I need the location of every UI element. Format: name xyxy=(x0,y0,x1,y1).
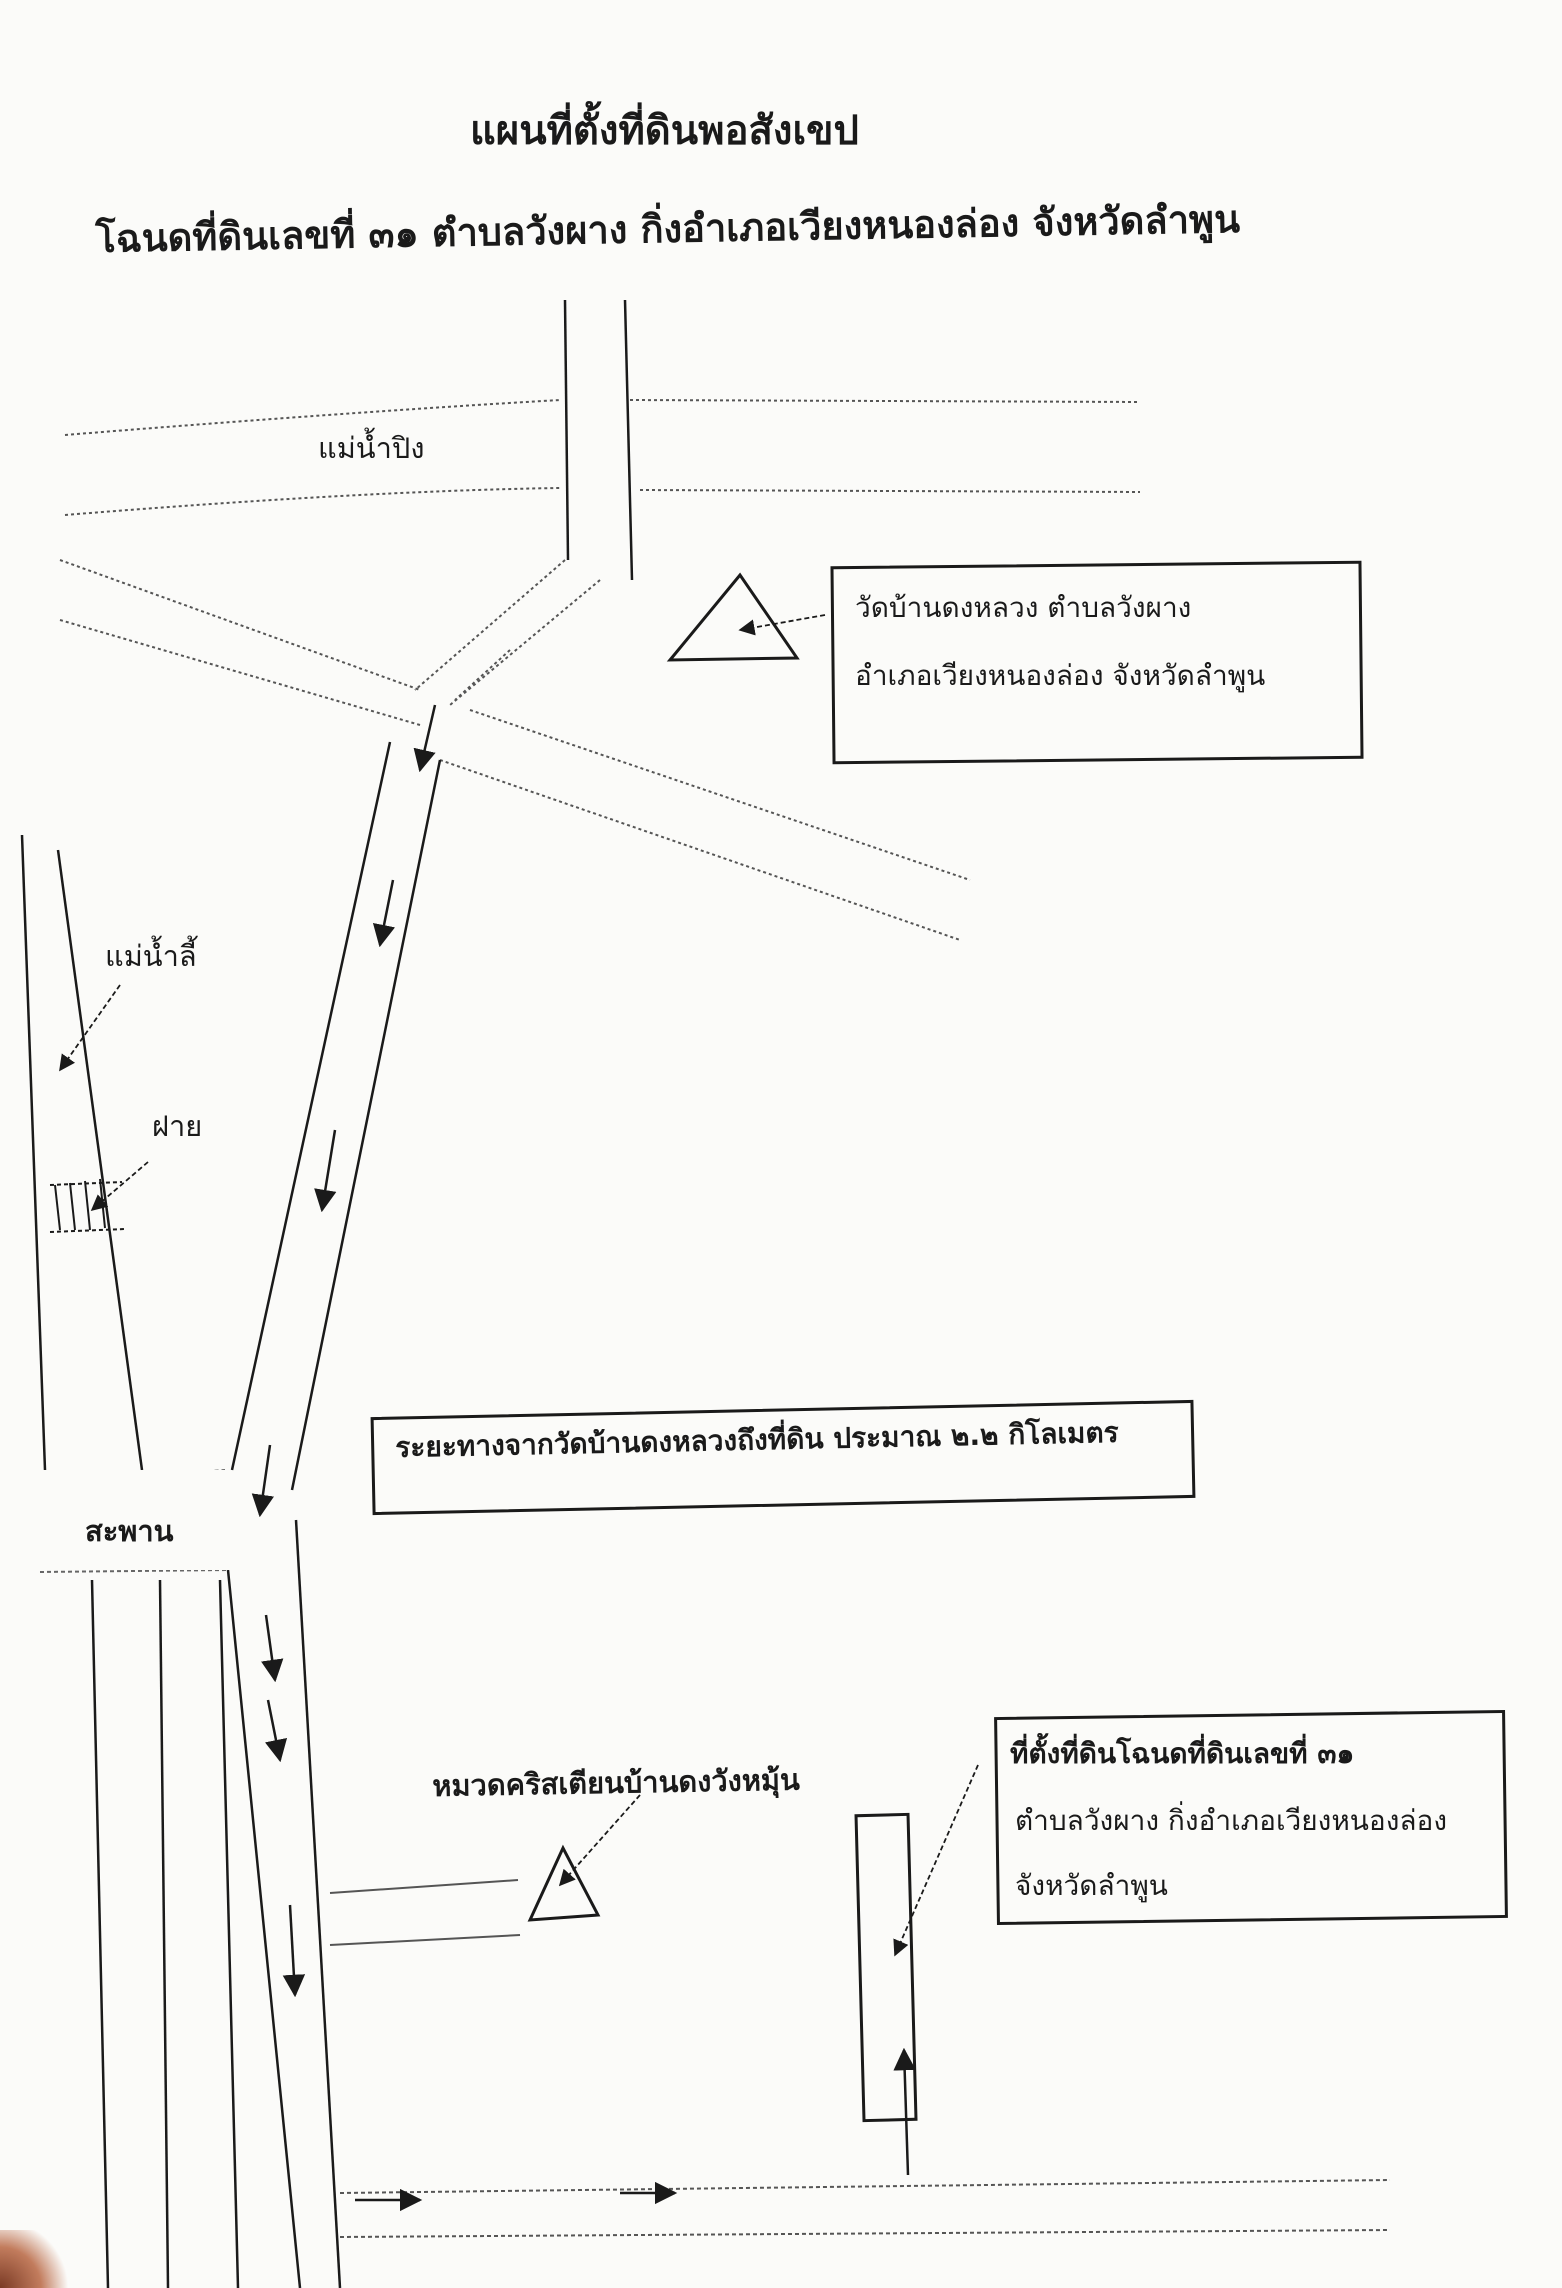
bridge-deck xyxy=(30,1470,230,1570)
leader-lines xyxy=(59,614,979,1957)
temple-box-frame xyxy=(830,560,1364,765)
map-title: แผนที่ตั้งที่ดินพอสังเขป xyxy=(470,108,859,154)
land-box-line1: ที่ตั้งที่ดินโฉนดที่ดินเลขที่ ๓๑ xyxy=(1010,1737,1355,1770)
weir-hatch xyxy=(49,1178,126,1233)
land-parcel xyxy=(854,1812,918,2123)
page-edge-shadow xyxy=(0,2230,70,2288)
temple-box-line1: วัดบ้านดงหลวง ตำบลวังผาง xyxy=(855,591,1192,624)
main-road xyxy=(226,299,634,2288)
route-arrows xyxy=(251,704,678,2212)
temple-triangle xyxy=(666,572,800,662)
east-road xyxy=(339,2179,1391,2238)
distance-box-frame xyxy=(370,1399,1196,1516)
li-river-label: แม่น้ำลี้ xyxy=(105,939,197,973)
cemetery-label: หมวดคริสเตียนบ้านดงวังหมุ้น xyxy=(431,1762,801,1803)
li-river xyxy=(20,834,240,2288)
land-box-frame xyxy=(994,1709,1508,1926)
weir-label: ฝาย xyxy=(152,1109,203,1143)
land-box-line2: ตำบลวังผาง กิ่งอำเภอเวียงหนองล่อง xyxy=(1015,1804,1448,1837)
cemetery-road xyxy=(329,1879,521,1946)
diagonal-dotted-lanes xyxy=(59,559,971,941)
bridge-label: สะพาน xyxy=(85,1514,174,1548)
temple-box-line2: อำเภอเวียงหนองล่อง จังหวัดลำพูน xyxy=(855,659,1266,692)
cemetery-triangle xyxy=(527,1844,601,1922)
land-box-line3: จังหวัดลำพูน xyxy=(1015,1869,1168,1902)
ping-river-banks xyxy=(64,399,1141,516)
arrow-into-parcel xyxy=(893,2047,916,2176)
ping-river-label: แม่น้ำปิง xyxy=(318,431,425,465)
